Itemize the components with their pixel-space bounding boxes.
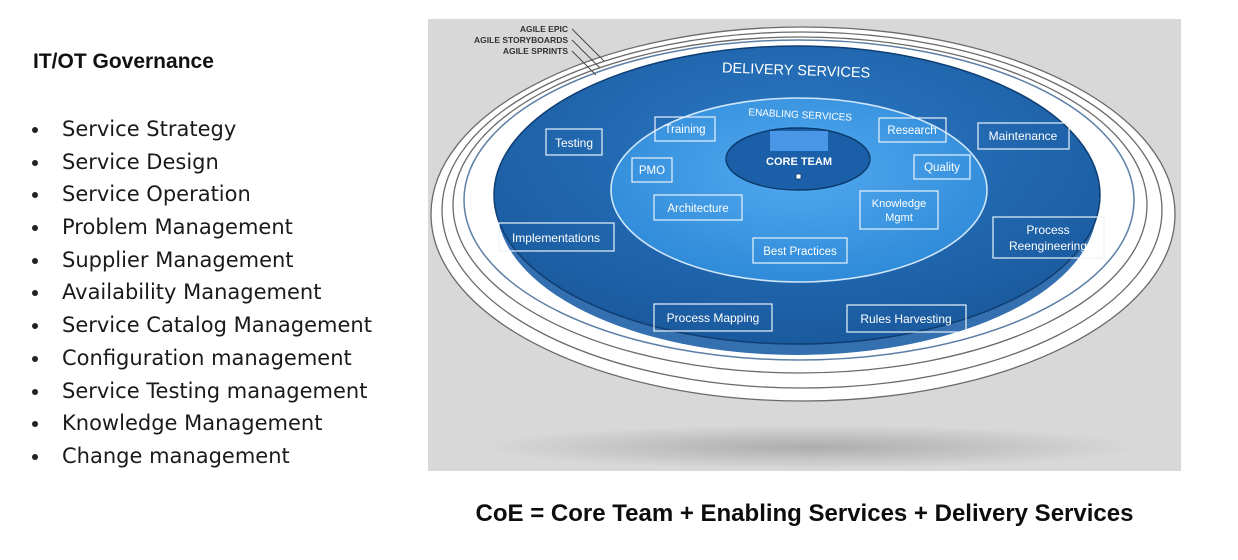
- governance-panel: IT/OT Governance Service Strategy Servic…: [0, 0, 420, 560]
- list-item-label: Service Catalog Management: [62, 313, 372, 338]
- list-item: Configuration management: [30, 342, 372, 375]
- enabling-label-architecture: Architecture: [667, 203, 728, 215]
- enabling-label-training: Training: [664, 124, 705, 136]
- ring-pointer-line: [571, 28, 605, 62]
- bullet-icon: [32, 127, 38, 133]
- ring-label-agile-storyboards: AGILE STORYBOARDS: [474, 35, 568, 45]
- governance-title: IT/OT Governance: [33, 50, 214, 73]
- enabling-box-training: [654, 116, 716, 142]
- bullet-icon: [32, 355, 38, 362]
- governance-list: Service Strategy Service Design Service …: [30, 113, 372, 473]
- list-item: Supplier Management: [30, 244, 372, 277]
- enabling-box-quality: [913, 154, 971, 180]
- delivery-box-rules-harvesting: [846, 304, 967, 333]
- delivery-label-maintenance: Maintenance: [989, 129, 1058, 143]
- delivery-label-process-reengineering-line1: Process: [1026, 223, 1069, 237]
- delivery-label-process-mapping: Process Mapping: [667, 311, 760, 325]
- bullet-icon: [32, 453, 38, 460]
- coe-diagram: AGILE EPIC AGILE STORYBOARDS AGILE SPRIN…: [428, 19, 1181, 471]
- enabling-box-research: [878, 117, 947, 143]
- list-item-label: Service Testing management: [62, 378, 368, 403]
- delivery-box-process-reengineering: [992, 216, 1105, 259]
- list-item: Service Design: [30, 146, 372, 179]
- list-item: Service Testing management: [30, 375, 372, 408]
- enabling-box-knowledge-mgmt: [859, 190, 939, 230]
- ring-label-agile-sprints: AGILE SPRINTS: [503, 46, 569, 56]
- delivery-box-maintenance: [977, 122, 1070, 150]
- bullet-icon: [32, 257, 38, 264]
- ring-label-agile-epic: AGILE EPIC: [520, 24, 568, 34]
- enabling-services-title: ENABLING SERVICES: [748, 107, 853, 123]
- list-item-label: Supplier Management: [62, 247, 294, 272]
- core-team-highlight: [770, 131, 828, 151]
- coe-caption: CoE = Core Team + Enabling Services + De…: [475, 500, 1134, 527]
- list-item-label: Knowledge Management: [62, 411, 323, 436]
- list-item-label: Configuration management: [62, 345, 352, 370]
- list-item-label: Change management: [62, 443, 290, 468]
- enabling-label-research: Research: [887, 125, 936, 137]
- delivery-services-title: DELIVERY SERVICES: [722, 60, 871, 81]
- list-item-label: Problem Management: [62, 215, 293, 240]
- delivery-label-process-reengineering-line2: Reengineering: [1009, 239, 1087, 253]
- enabling-label-pmo: PMO: [639, 165, 665, 177]
- enabling-label-best-practices: Best Practices: [763, 246, 837, 258]
- delivery-label-testing: Testing: [555, 136, 593, 150]
- floor-shadow: [480, 425, 1140, 469]
- core-team-title: CORE TEAM: [766, 156, 832, 168]
- delivery-label-implementations: Implementations: [512, 231, 600, 245]
- enabling-label-knowledge-mgmt-line2: Mgmt: [885, 212, 913, 224]
- bullet-icon: [32, 290, 38, 297]
- list-item: Availability Management: [30, 276, 372, 309]
- enabling-label-knowledge-mgmt-line1: Knowledge: [872, 198, 926, 210]
- bullet-icon: [32, 421, 38, 428]
- bullet-icon: [32, 225, 38, 232]
- list-item: Change management: [30, 440, 372, 473]
- enabling-label-quality: Quality: [924, 162, 960, 174]
- list-item: Knowledge Management: [30, 407, 372, 440]
- delivery-box-process-mapping: [653, 303, 773, 332]
- core-team-marker: [795, 173, 802, 180]
- list-item-label: Service Operation: [62, 182, 251, 207]
- ring-pointer-line: [571, 50, 597, 76]
- enabling-box-architecture: [653, 194, 743, 221]
- list-item: Service Strategy: [30, 113, 372, 146]
- list-item: Problem Management: [30, 211, 372, 244]
- enabling-box-best-practices: [752, 237, 848, 264]
- delivery-box-testing: [545, 128, 603, 156]
- bullet-icon: [32, 192, 38, 199]
- delivery-label-rules-harvesting: Rules Harvesting: [860, 312, 951, 326]
- ring-pointer-line: [571, 39, 601, 69]
- bullet-icon: [32, 388, 38, 395]
- core-team-ellipse: [725, 127, 871, 191]
- enabling-box-pmo: [631, 157, 673, 183]
- delivery-box-implementations: [498, 222, 615, 252]
- list-item-label: Service Design: [62, 149, 219, 174]
- bullet-icon: [32, 159, 38, 166]
- list-item-label: Service Strategy: [62, 117, 237, 141]
- list-item: Service Catalog Management: [30, 309, 372, 342]
- bullet-icon: [32, 323, 38, 330]
- list-item-label: Availability Management: [62, 280, 322, 305]
- list-item: Service Operation: [30, 178, 372, 211]
- coe-diagram-svg: AGILE EPIC AGILE STORYBOARDS AGILE SPRIN…: [430, 24, 1176, 469]
